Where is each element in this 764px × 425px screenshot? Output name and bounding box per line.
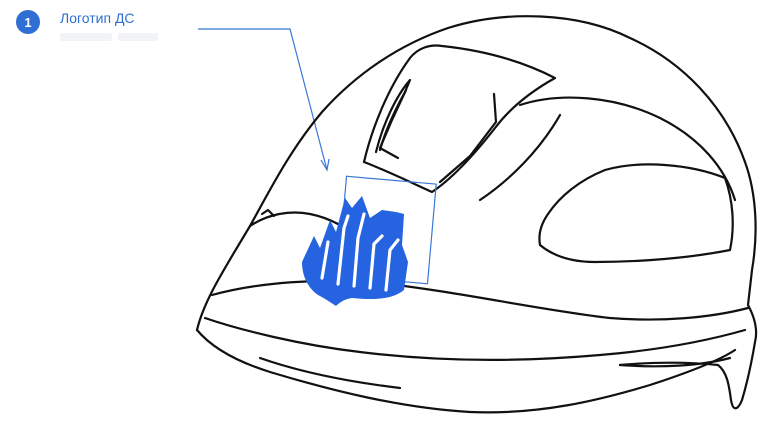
faded-caption-word bbox=[60, 33, 112, 41]
city-shield-logo-icon bbox=[302, 196, 408, 306]
callout-leader-line bbox=[198, 29, 327, 170]
callout-text: Логотип ДС bbox=[60, 9, 170, 43]
callout-title: Логотип ДС bbox=[60, 9, 170, 27]
helmet-outline bbox=[197, 16, 756, 412]
callout-faded-caption bbox=[60, 33, 170, 43]
callout-number-badge: 1 bbox=[16, 10, 40, 34]
callout-1: 1 Логотип ДС bbox=[16, 9, 170, 43]
faded-caption-word bbox=[118, 33, 158, 41]
